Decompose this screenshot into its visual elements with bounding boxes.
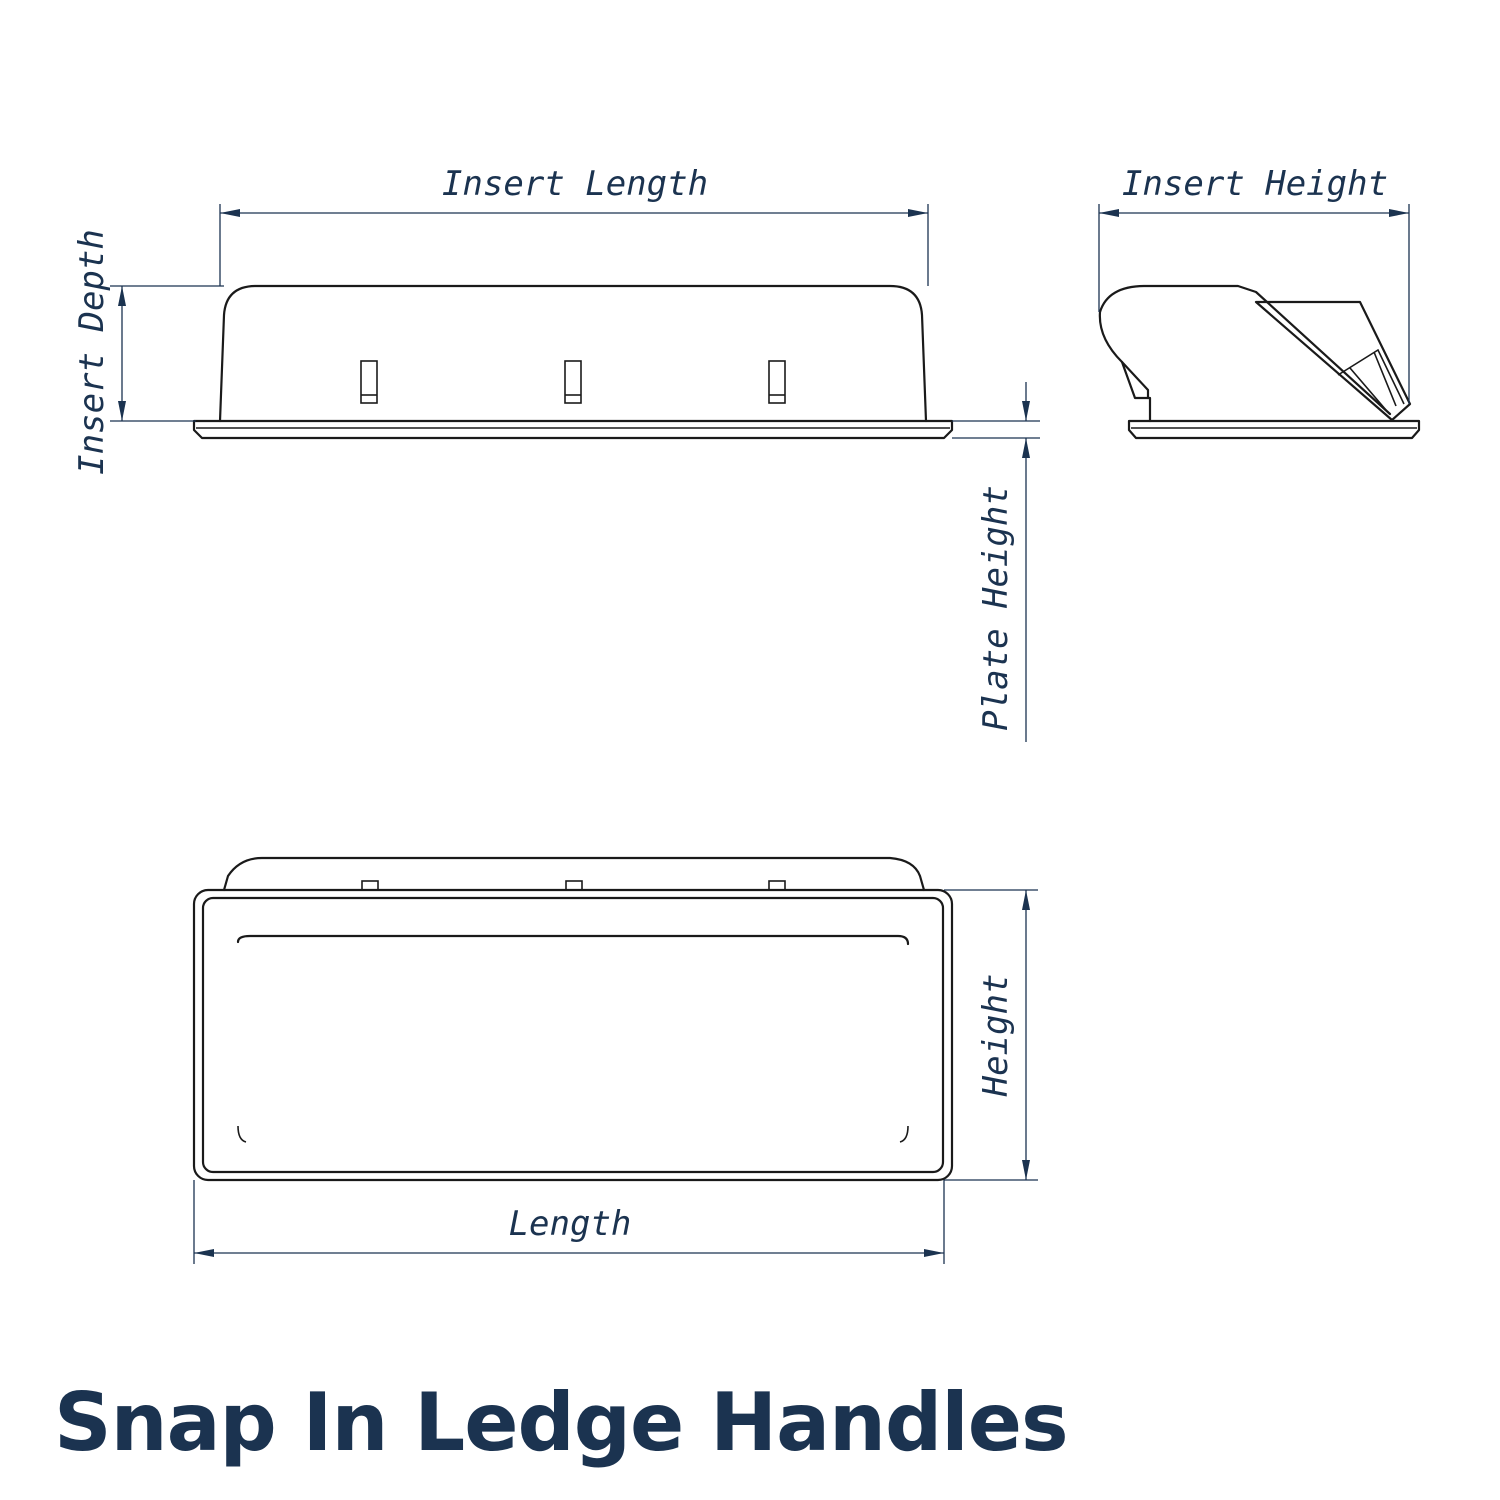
page-title: Snap In Ledge Handles <box>54 1376 1069 1469</box>
top-view-recess-corner-left <box>237 1125 247 1143</box>
height-dimension: Height <box>944 889 1038 1181</box>
insert-height-dimension: Insert Height <box>1098 164 1410 404</box>
snap-clip <box>360 360 378 404</box>
top-view-snap-clips <box>361 880 786 891</box>
top-view-recess-corner-right <box>899 1125 909 1143</box>
side-view-lip <box>1120 360 1150 400</box>
insert-depth-label: Insert Depth <box>72 229 112 475</box>
top-view-plate-inner <box>201 896 945 1174</box>
height-label: Height <box>976 974 1016 1098</box>
side-view-handle-flap <box>1254 300 1412 422</box>
insert-depth-dimension: Insert Depth <box>72 229 224 475</box>
front-view <box>192 284 954 440</box>
top-view <box>192 856 954 1182</box>
side-view-flap-detail <box>1337 348 1405 411</box>
side-view-plate <box>1127 419 1421 440</box>
plate-height-dimension: Plate Height <box>952 382 1040 742</box>
snap-clip <box>565 880 583 891</box>
snap-clip <box>361 880 379 891</box>
plate-height-label: Plate Height <box>976 485 1016 731</box>
snap-clip <box>768 360 786 404</box>
length-label: Length <box>509 1204 632 1244</box>
front-view-insert-body <box>218 284 928 423</box>
length-dimension: Length <box>193 1180 945 1264</box>
top-view-recess-top <box>236 934 910 946</box>
side-view-insert-profile <box>1098 284 1392 423</box>
top-view-insert-back <box>222 856 926 892</box>
front-view-plate <box>192 419 954 440</box>
insert-length-dimension: Insert Length <box>219 164 929 286</box>
side-view <box>1098 284 1421 440</box>
insert-length-label: Insert Length <box>442 164 708 204</box>
snap-clip <box>564 360 582 404</box>
top-view-plate-outer <box>192 888 954 1182</box>
front-view-snap-clips <box>360 360 786 404</box>
snap-clip <box>768 880 786 891</box>
insert-height-label: Insert Height <box>1122 164 1388 204</box>
